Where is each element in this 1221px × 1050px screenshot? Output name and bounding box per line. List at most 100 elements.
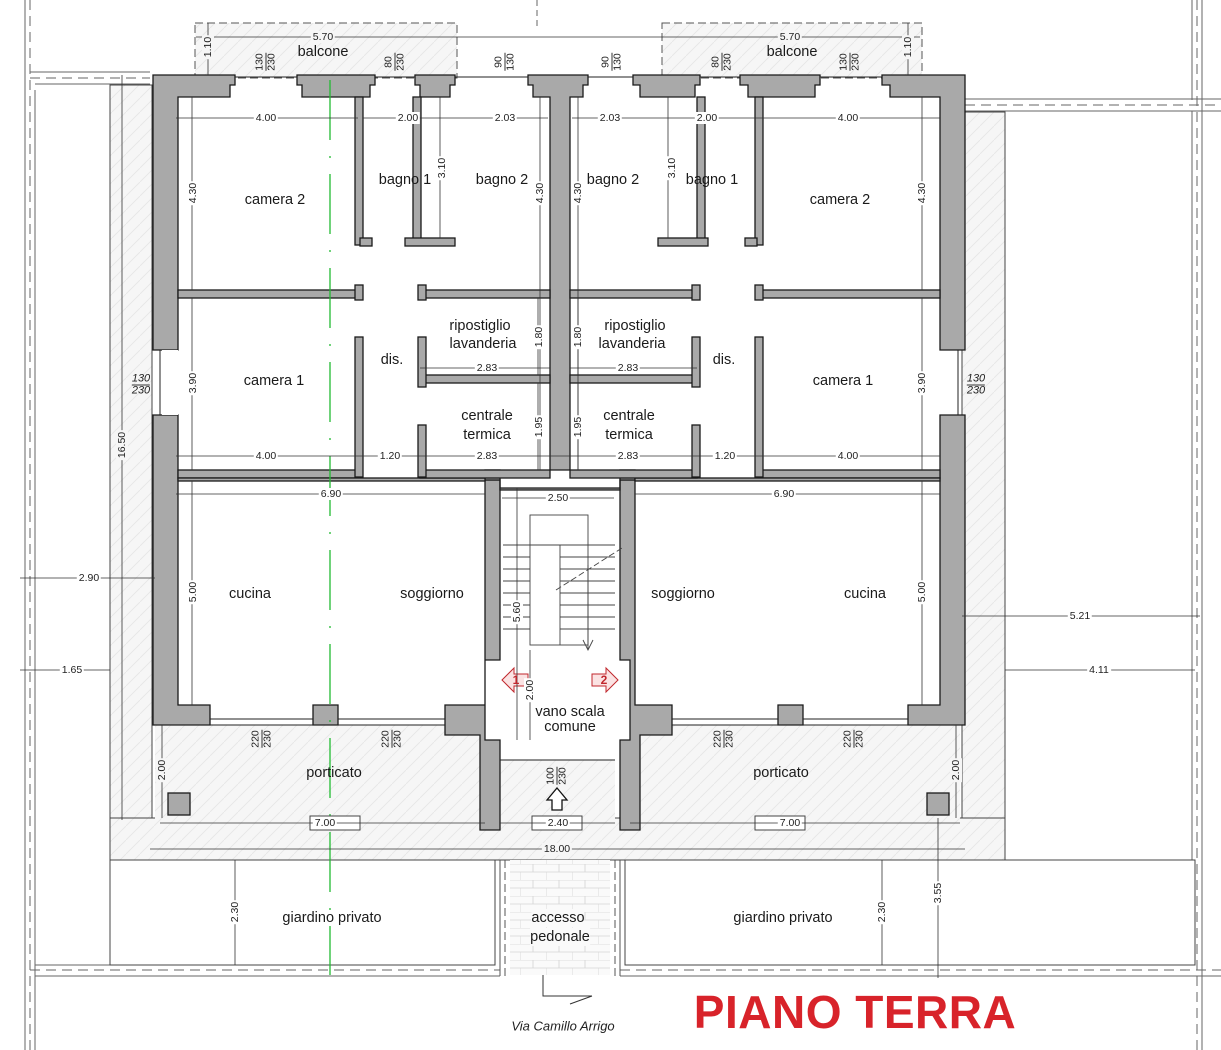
label-camera1-left: camera 1	[243, 373, 305, 389]
dim-porticato-depth-left: 2.00	[156, 757, 168, 783]
dim-porticato-width-right: 7.00	[777, 817, 803, 829]
dim-balcone-depth-right: 1.10	[902, 34, 914, 60]
unit-2-arrow	[591, 666, 619, 694]
dim-centrale-depth-left: 1.95	[533, 414, 545, 440]
dim-ripostiglio-width-left: 2.83	[474, 362, 500, 374]
dim-soggiorno-width-right: 6.90	[771, 488, 797, 500]
label-ripostiglio-left: ripostiglio	[449, 318, 511, 334]
dim-dis-width-right: 1.20	[712, 450, 738, 462]
dim-bagno2-width-right: 2.03	[597, 112, 623, 124]
label-cucina-left: cucina	[229, 586, 271, 602]
dim-giardino-depth-left: 2.30	[229, 899, 241, 925]
label-camera2-left: camera 2	[244, 192, 306, 208]
dim-bagno2-depth-left: 4.30	[534, 180, 546, 206]
building-walls	[152, 74, 966, 831]
dim-giardino-total: 3.55	[932, 880, 944, 906]
label-ripostiglio-right: ripostiglio	[604, 318, 666, 334]
dim-side-right-outer: 5.21	[1067, 610, 1093, 622]
floor-title: PIANO TERRA	[693, 986, 1017, 1038]
label-balcone-right: balcone	[766, 44, 818, 60]
entrance-arrow	[545, 786, 569, 811]
unit-2-number: 2	[600, 673, 608, 687]
label-balcone-left: balcone	[297, 44, 349, 60]
label-giardino-right: giardino privato	[733, 910, 833, 926]
label-bagno2-left: bagno 2	[475, 172, 529, 188]
portico-right	[630, 725, 960, 820]
label-termica-left: termica	[463, 427, 511, 443]
label-centrale-left: centrale	[461, 408, 513, 424]
dim-porticato-width-left: 7.00	[312, 817, 338, 829]
dim-cucina-depth-left: 5.00	[187, 579, 199, 605]
dim-camera1-width-right: 4.00	[835, 450, 861, 462]
label-porticato-right: porticato	[753, 765, 809, 781]
label-dis-left: dis.	[380, 352, 404, 368]
dim-ripostiglio-depth-left: 1.80	[533, 324, 545, 350]
dim-centrale-width-left: 2.83	[474, 450, 500, 462]
label-cucina-right: cucina	[844, 586, 886, 602]
dim-ripostiglio-width-right: 2.83	[615, 362, 641, 374]
portico-left	[155, 725, 485, 820]
dim-camera2-depth-right: 4.30	[916, 180, 928, 206]
dim-bagno2-depth-right: 4.30	[572, 180, 584, 206]
dim-bagno1-width-right: 2.00	[694, 112, 720, 124]
dim-total-depth: 16.50	[116, 429, 128, 461]
label-soggiorno-right: soggiorno	[651, 586, 715, 602]
dim-porticato-depth-right: 2.00	[950, 757, 962, 783]
dim-side-left-inner: 1.65	[59, 664, 85, 676]
label-vano-scala: vano scala	[535, 704, 605, 720]
dim-total-width: 18.00	[541, 843, 573, 855]
dim-scala-landing: 2.00	[524, 677, 536, 703]
dim-bagno2-width-left: 2.03	[492, 112, 518, 124]
dim-bagno1-depth-right: 3.10	[666, 155, 678, 181]
label-bagno1-right: bagno 1	[685, 172, 739, 188]
dim-side-right-inner: 4.11	[1087, 664, 1111, 676]
dim-camera2-width-right: 4.00	[835, 112, 861, 124]
dim-bagno1-depth-left: 3.10	[436, 155, 448, 181]
label-lavanderia-right: lavanderia	[598, 336, 666, 352]
garden-right	[624, 859, 1196, 966]
label-centrale-right: centrale	[603, 408, 655, 424]
label-bagno1-left: bagno 1	[378, 172, 432, 188]
dim-balcone-depth-left: 1.10	[202, 34, 214, 60]
dim-dis-width-left: 1.20	[377, 450, 403, 462]
dim-centrale-depth-right: 1.95	[572, 414, 584, 440]
dim-camera1-depth-left: 3.90	[187, 370, 199, 396]
perimeter-paving	[109, 84, 153, 861]
label-comune: comune	[544, 719, 596, 735]
label-lavanderia-left: lavanderia	[449, 336, 517, 352]
dim-camera2-width-left: 4.00	[253, 112, 279, 124]
dim-camera2-depth-left: 4.30	[187, 180, 199, 206]
dim-scala-width: 2.50	[545, 492, 571, 504]
label-soggiorno-left: soggiorno	[400, 586, 464, 602]
dim-camera1-depth-right: 3.90	[916, 370, 928, 396]
label-pedonale: pedonale	[530, 928, 590, 946]
label-bagno2-right: bagno 2	[586, 172, 640, 188]
label-camera1-right: camera 1	[812, 373, 874, 389]
label-accesso: accesso	[531, 909, 585, 927]
street-label: Via Camillo Arrigo	[511, 1018, 615, 1034]
label-camera2-right: camera 2	[809, 192, 871, 208]
dim-centrale-width-right: 2.83	[615, 450, 641, 462]
label-giardino-left: giardino privato	[282, 910, 382, 926]
dim-side-left-outer: 2.90	[76, 572, 102, 584]
dim-camera1-width-left: 4.00	[253, 450, 279, 462]
label-dis-right: dis.	[712, 352, 736, 368]
dim-ingresso-width: 2.40	[545, 817, 571, 829]
dim-scala-depth: 5.60	[511, 599, 523, 625]
dim-soggiorno-width-left: 6.90	[318, 488, 344, 500]
label-termica-right: termica	[605, 427, 653, 443]
unit-1-number: 1	[512, 673, 520, 687]
